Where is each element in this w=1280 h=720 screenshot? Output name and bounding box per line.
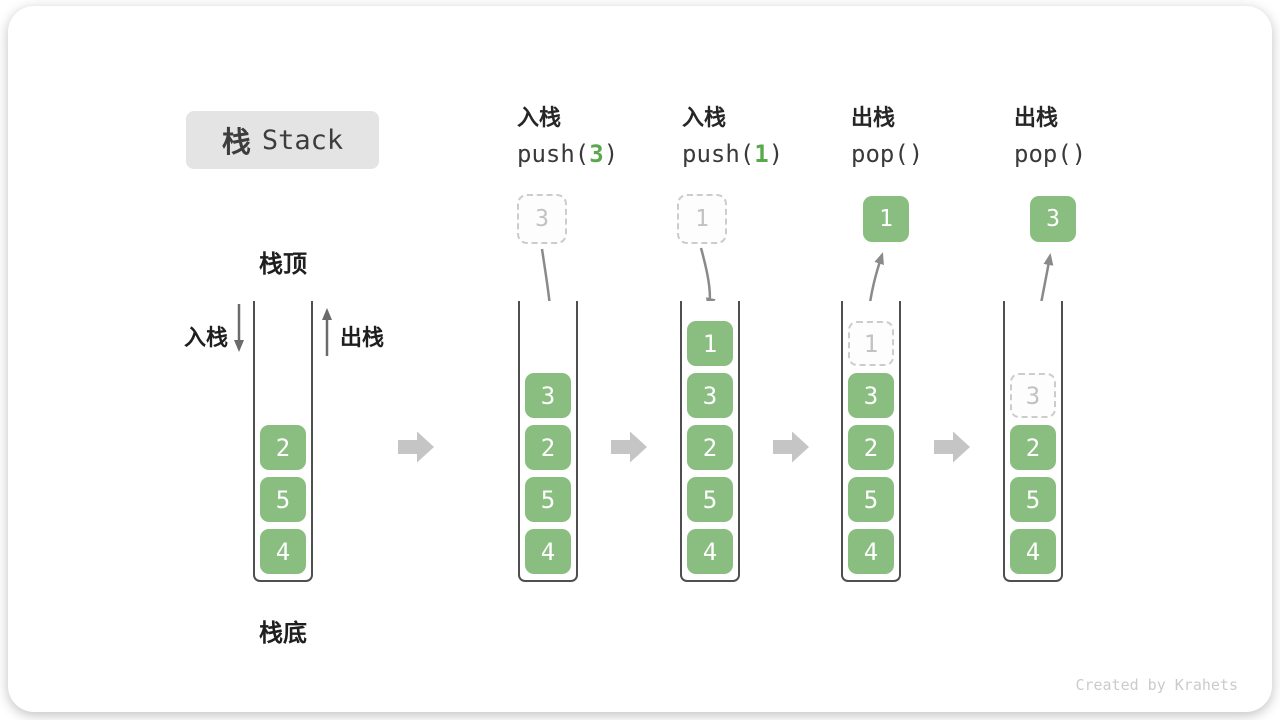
stack-block: 2 [260,425,306,470]
pop-label: 出栈 [340,325,385,350]
op-name: 出栈 [851,105,896,130]
op-call: pop() [1014,140,1087,168]
incoming-element-1: 1 [677,194,727,244]
op-name: 出栈 [1014,105,1059,130]
op-name: 入栈 [682,105,727,130]
stack-block: 4 [525,529,571,574]
stack-block: 3 [525,373,571,418]
stack-ghost-block: 3 [1010,373,1056,418]
watermark: Created by Krahets [1075,676,1238,694]
op-call: push(3) [517,140,619,168]
stack-block: 2 [687,425,733,470]
stack-block: 4 [687,529,733,574]
stack-block: 4 [260,529,306,574]
stack-top-label: 栈顶 [259,251,307,278]
incoming-element-3: 3 [517,194,567,244]
op-call-arg: 3 [589,140,604,168]
op-header-push-1: 入栈 push(1) [682,103,842,169]
stack-block: 5 [525,477,571,522]
stack-block: 2 [848,425,894,470]
stack-container-after-pop-3: 3 2 5 4 [1003,301,1063,582]
op-call: pop() [851,140,924,168]
stack-block: 5 [687,477,733,522]
op-name: 入栈 [517,105,562,130]
stack-container-after-push-1: 1 3 2 5 4 [680,301,740,582]
title-box: 栈 Stack [186,111,379,169]
stack-block: 4 [1010,529,1056,574]
popped-element-1: 1 [863,196,909,242]
push-label: 入栈 [183,325,228,350]
stack-container-after-push-3: 3 2 5 4 [518,301,578,582]
stack-block: 2 [525,425,571,470]
stack-block: 5 [848,477,894,522]
stack-container-initial: 2 5 4 [253,301,313,582]
op-call: push(1) [682,140,784,168]
stack-container-after-pop-1: 1 3 2 5 4 [841,301,901,582]
popped-element-3: 3 [1030,196,1076,242]
op-header-pop-3: 出栈 pop() [1014,103,1174,169]
stack-block: 3 [687,373,733,418]
stack-block: 4 [848,529,894,574]
op-header-pop-1: 出栈 pop() [851,103,1011,169]
op-header-push-3: 入栈 push(3) [517,103,677,169]
op-call-arg: 1 [754,140,769,168]
title-chinese: 栈 [221,127,251,159]
stack-bottom-label: 栈底 [259,620,307,647]
stack-block: 5 [260,477,306,522]
stack-block: 3 [848,373,894,418]
stack-block: 2 [1010,425,1056,470]
stack-ghost-block: 1 [848,321,894,366]
stack-block: 1 [687,321,733,366]
title-english: Stack [261,124,344,156]
stack-block: 5 [1010,477,1056,522]
